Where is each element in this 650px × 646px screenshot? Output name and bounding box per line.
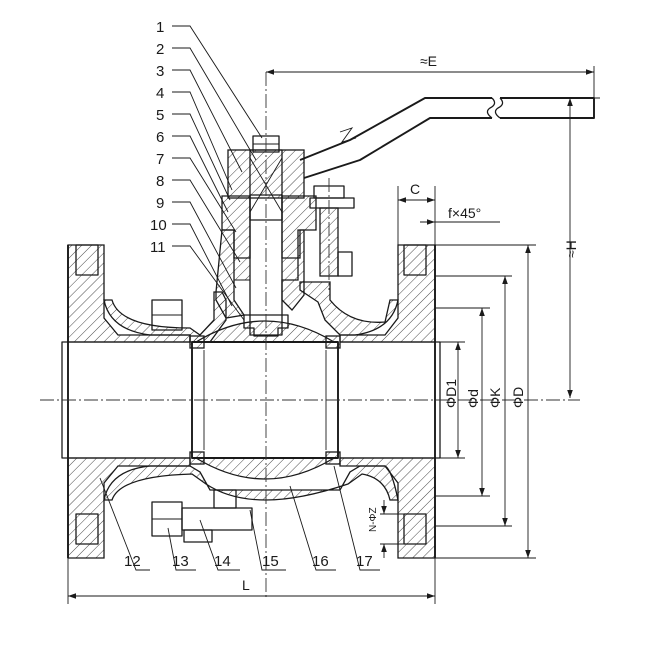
lever-break-mark [339, 127, 357, 143]
lever-bar [299, 97, 492, 179]
dim-bolt-holes: N-ΦZ [368, 507, 379, 532]
callout-6: 6 [156, 129, 164, 146]
callout-17: 17 [356, 553, 373, 570]
valve-body [61, 244, 441, 559]
dim-chamfer: f×45° [448, 205, 481, 221]
bonnet-neck-right [281, 229, 305, 311]
dim-D1: ΦD1 [443, 379, 459, 408]
right-bolt-hole-bottom [403, 513, 427, 545]
dimensions: ≈E ≈H C f×45° ΦD1 Φd ΦK ΦD [67, 53, 600, 604]
bottom-bolt-nut [213, 489, 237, 509]
body-lower-shell [103, 465, 399, 501]
packing-left [233, 257, 251, 281]
callout-2: 2 [156, 41, 164, 58]
callout-1: 1 [156, 19, 164, 36]
callout-13: 13 [172, 553, 189, 570]
bottom-bolt-washer [183, 529, 213, 543]
seat-bottom-right [325, 451, 341, 465]
callout-group-bottom: 12 13 14 15 16 17 [124, 553, 373, 570]
ball-assembly [189, 320, 341, 480]
gland-bolt-nut [337, 251, 353, 277]
bonnet-neck-left [215, 229, 246, 319]
body-upper-right [299, 281, 399, 336]
callout-9: 9 [156, 195, 164, 212]
dim-K: ΦK [487, 387, 503, 408]
callout-11: 11 [150, 239, 166, 256]
left-bolt-hole-top [75, 244, 99, 276]
callout-16: 16 [312, 553, 329, 570]
stem-tang [243, 314, 289, 337]
handle-lever [299, 97, 595, 179]
dim-C: C [410, 181, 420, 197]
right-bolt-hole-top [403, 244, 427, 276]
callout-5: 5 [156, 107, 164, 124]
dim-L: L [242, 577, 250, 593]
lever-end [500, 97, 595, 119]
dim-E: ≈E [420, 53, 437, 69]
callout-group-top: 1 2 3 4 5 6 7 8 9 10 11 [150, 19, 167, 256]
seat-top-left [189, 335, 205, 349]
callout-8: 8 [156, 173, 164, 190]
dim-H: ≈H [563, 240, 579, 258]
ball-lower-cap [193, 457, 337, 480]
callout-10: 10 [150, 217, 167, 234]
callouts: 1 2 3 4 5 6 7 8 9 10 11 12 13 14 15 16 1… [99, 19, 380, 571]
seat-top-right [325, 335, 341, 349]
callout-14: 14 [214, 553, 231, 570]
seat-bottom-left [189, 451, 205, 465]
stem-assembly [215, 135, 355, 337]
callout-3: 3 [156, 63, 164, 80]
packing-right [281, 257, 299, 281]
dim-D: ΦD [510, 387, 526, 408]
callout-7: 7 [156, 151, 164, 168]
lever-break-right [494, 97, 504, 119]
callout-12: 12 [124, 553, 141, 570]
callout-4: 4 [156, 85, 164, 102]
callout-15: 15 [262, 553, 279, 570]
bottom-bolt-shank [181, 507, 253, 531]
left-bolt-hole-bottom [75, 513, 99, 545]
lever-break-left [486, 97, 496, 119]
dim-d: Φd [465, 389, 481, 408]
